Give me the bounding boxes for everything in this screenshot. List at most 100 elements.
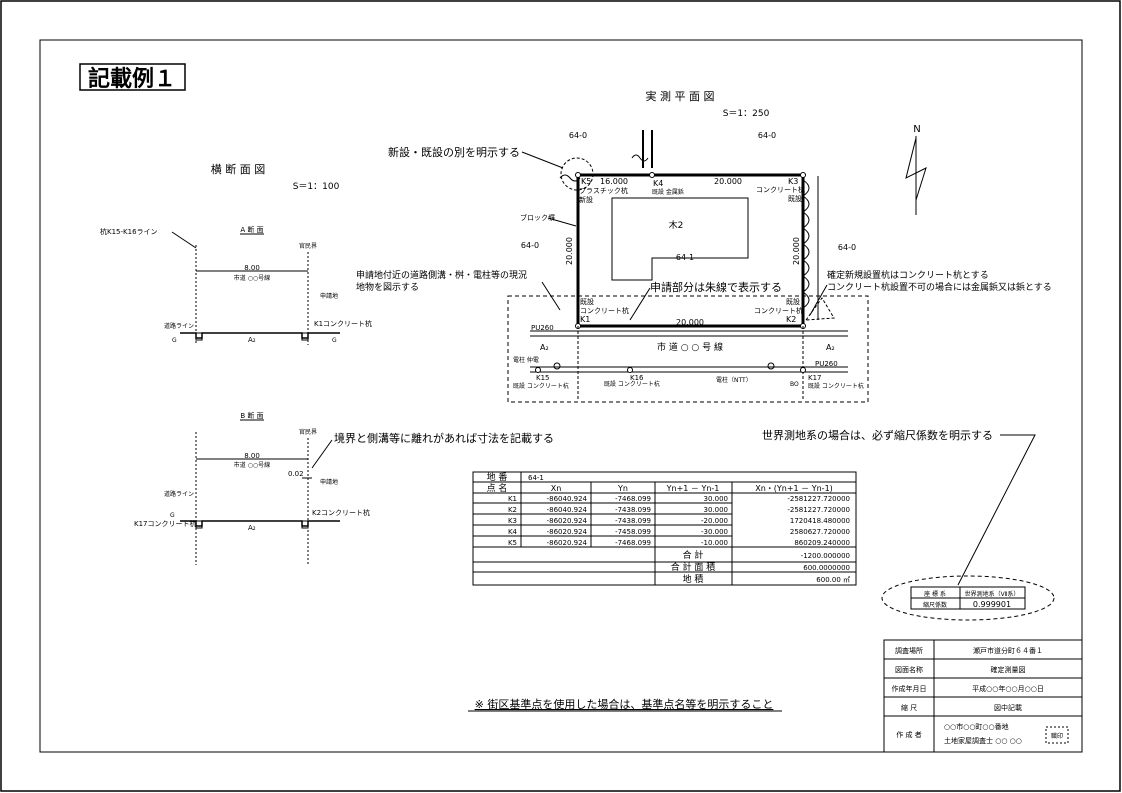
sum-value: -1200.000000 <box>801 552 850 560</box>
tb-key: 図面名称 <box>895 665 923 674</box>
section-scale: S＝1：100 <box>293 182 340 192</box>
leader-line <box>521 151 564 169</box>
inner-border <box>39 39 1083 753</box>
k2-desc: コンクリート杭 <box>754 306 803 315</box>
table-cell: -7468.099 <box>615 539 651 547</box>
seal-box <box>1045 726 1069 744</box>
lot-header: 地 番 <box>487 471 508 483</box>
survey-point <box>800 367 806 373</box>
k1-status: 既設 <box>580 297 594 306</box>
road-line-label: 道路ライン <box>164 322 194 330</box>
land-area-label: 地 積 <box>683 573 704 585</box>
k17-label: K17 <box>808 374 822 382</box>
survey-point <box>800 172 806 178</box>
north-arrow-icon: N <box>905 124 927 215</box>
tb-value: 確定測量図 <box>991 665 1026 674</box>
scale-value: 0.999901 <box>973 600 1011 609</box>
leader-line <box>547 217 577 227</box>
col-header: Yn <box>617 484 628 493</box>
total-area-label: 合 計 面 積 <box>671 561 716 573</box>
leader-line <box>541 281 561 311</box>
k16-label: K16 <box>630 374 644 382</box>
dim-label: 20.000 <box>676 318 704 327</box>
ground-profile <box>180 520 340 527</box>
k3-desc: コンクリート杭 <box>756 185 805 194</box>
highlight-marker <box>804 297 835 321</box>
total-area-value: 600.0000000 <box>803 564 850 572</box>
a2-label: A₂ <box>826 343 835 352</box>
ground-profile <box>180 332 340 339</box>
road-label: 市 道 ○ ○ 号 線 <box>657 341 723 353</box>
leader-line <box>311 439 333 469</box>
hedge-mark <box>631 154 649 162</box>
road-name: 市道 ○○号線 <box>234 461 270 469</box>
scale-factor-box: 座 標 系 世界測地系（Ⅶ系） 縮尺係数 0.999901 <box>881 575 1055 621</box>
k2-status: 既設 <box>786 297 800 306</box>
scale-key: 座 標 系 <box>924 590 946 598</box>
plan-scale: S＝1：250 <box>723 109 770 119</box>
table-cell: -7458.099 <box>615 528 651 536</box>
annotation-world-geodetic: 世界測地系の場合は、必ず縮尺係数を明示する <box>762 428 993 442</box>
lot-label: 64-0 <box>758 131 776 140</box>
sum-label: 合 計 <box>683 549 704 561</box>
k5-desc: プラスチック杭 <box>579 186 628 195</box>
width-label: 8.00 <box>244 452 260 460</box>
table-cell: -7438.099 <box>615 506 651 514</box>
tb-value: 図中記載 <box>994 703 1022 712</box>
gutter-icon <box>195 520 203 529</box>
seal-label: 職印 <box>1051 732 1063 740</box>
lot-value: 64-1 <box>528 474 544 482</box>
k15-desc: 既設 コンクリート杭 <box>513 382 569 390</box>
col-header: Xn・(Yn+1 － Yn-1) <box>755 484 833 493</box>
author-name: 土地家屋調査士 ○○ ○○ <box>944 736 1022 745</box>
k1-pile-label: K1コンクリート杭 <box>314 319 372 328</box>
dim-label: 20.000 <box>714 177 742 186</box>
annotation-new-existing: 新設・既設の別を明示する <box>388 145 520 159</box>
survey-point <box>649 172 655 178</box>
survey-point <box>575 172 581 178</box>
leader-line <box>629 287 651 321</box>
app-land-label: 申請地 <box>320 292 338 300</box>
col-header: Yn+1 － Yn-1 <box>666 484 720 493</box>
table-cell: -2581227.720000 <box>787 506 850 514</box>
table-cell: -86020.924 <box>547 539 588 547</box>
pole-label: 電柱（NTT） <box>716 376 752 384</box>
app-land-label: 申請地 <box>320 478 338 486</box>
coordinate-table: 地 番 64-1 点 名 Xn Yn Yn+1 － Yn-1 Xn・(Yn+1 … <box>472 471 857 586</box>
tb-key: 縮 尺 <box>901 703 917 712</box>
utility-pole-icon <box>767 362 775 370</box>
a2-label: A₂ <box>248 524 256 532</box>
a2-label: A₂ <box>248 336 256 344</box>
dim-label: 20.000 <box>565 237 574 265</box>
vicinity-dashed-box <box>507 295 869 403</box>
annotation-new-pile-1: 確定新規設置杭はコンクリート杭とする <box>827 269 989 281</box>
table-cell: 1720418.480000 <box>790 517 850 525</box>
table-cell: -86040.924 <box>547 495 588 503</box>
table-cell: -30.000 <box>701 528 728 536</box>
k16-desc: 既設 コンクリート杭 <box>604 380 660 388</box>
leader-line <box>809 284 828 316</box>
table-cell: K1 <box>508 495 517 503</box>
dim-label: 16.000 <box>600 177 628 186</box>
survey-point <box>627 367 633 373</box>
hedge-mark <box>802 179 810 309</box>
pole-label: 電柱 仲電 <box>513 356 539 364</box>
tb-key: 作成年月日 <box>892 684 927 693</box>
bo-label: BO <box>790 381 799 388</box>
highlight-circle <box>560 157 594 191</box>
table-cell: K3 <box>508 517 517 525</box>
k3-status: 既設 <box>788 194 802 203</box>
annotation-boundary-gap: 境界と側溝等に離れがあれば寸法を記載する <box>334 431 554 445</box>
lot-no-label: 64-1 <box>676 253 694 262</box>
road-line-label: 道路ライン <box>164 490 194 498</box>
scale-value: 世界測地系（Ⅶ系） <box>965 590 1020 598</box>
land-area-value: 600.00 ㎡ <box>816 576 850 584</box>
leader-line <box>171 231 197 249</box>
gap-label: 0.02 <box>288 470 304 478</box>
leader-line <box>957 434 1036 586</box>
section-line-label: 杭K15-K16ライン <box>100 227 158 236</box>
north-label: N <box>913 124 920 135</box>
table-cell: -2581227.720000 <box>787 495 850 503</box>
annotation-bold-line: 申請部分は朱線で表示する <box>650 280 782 294</box>
